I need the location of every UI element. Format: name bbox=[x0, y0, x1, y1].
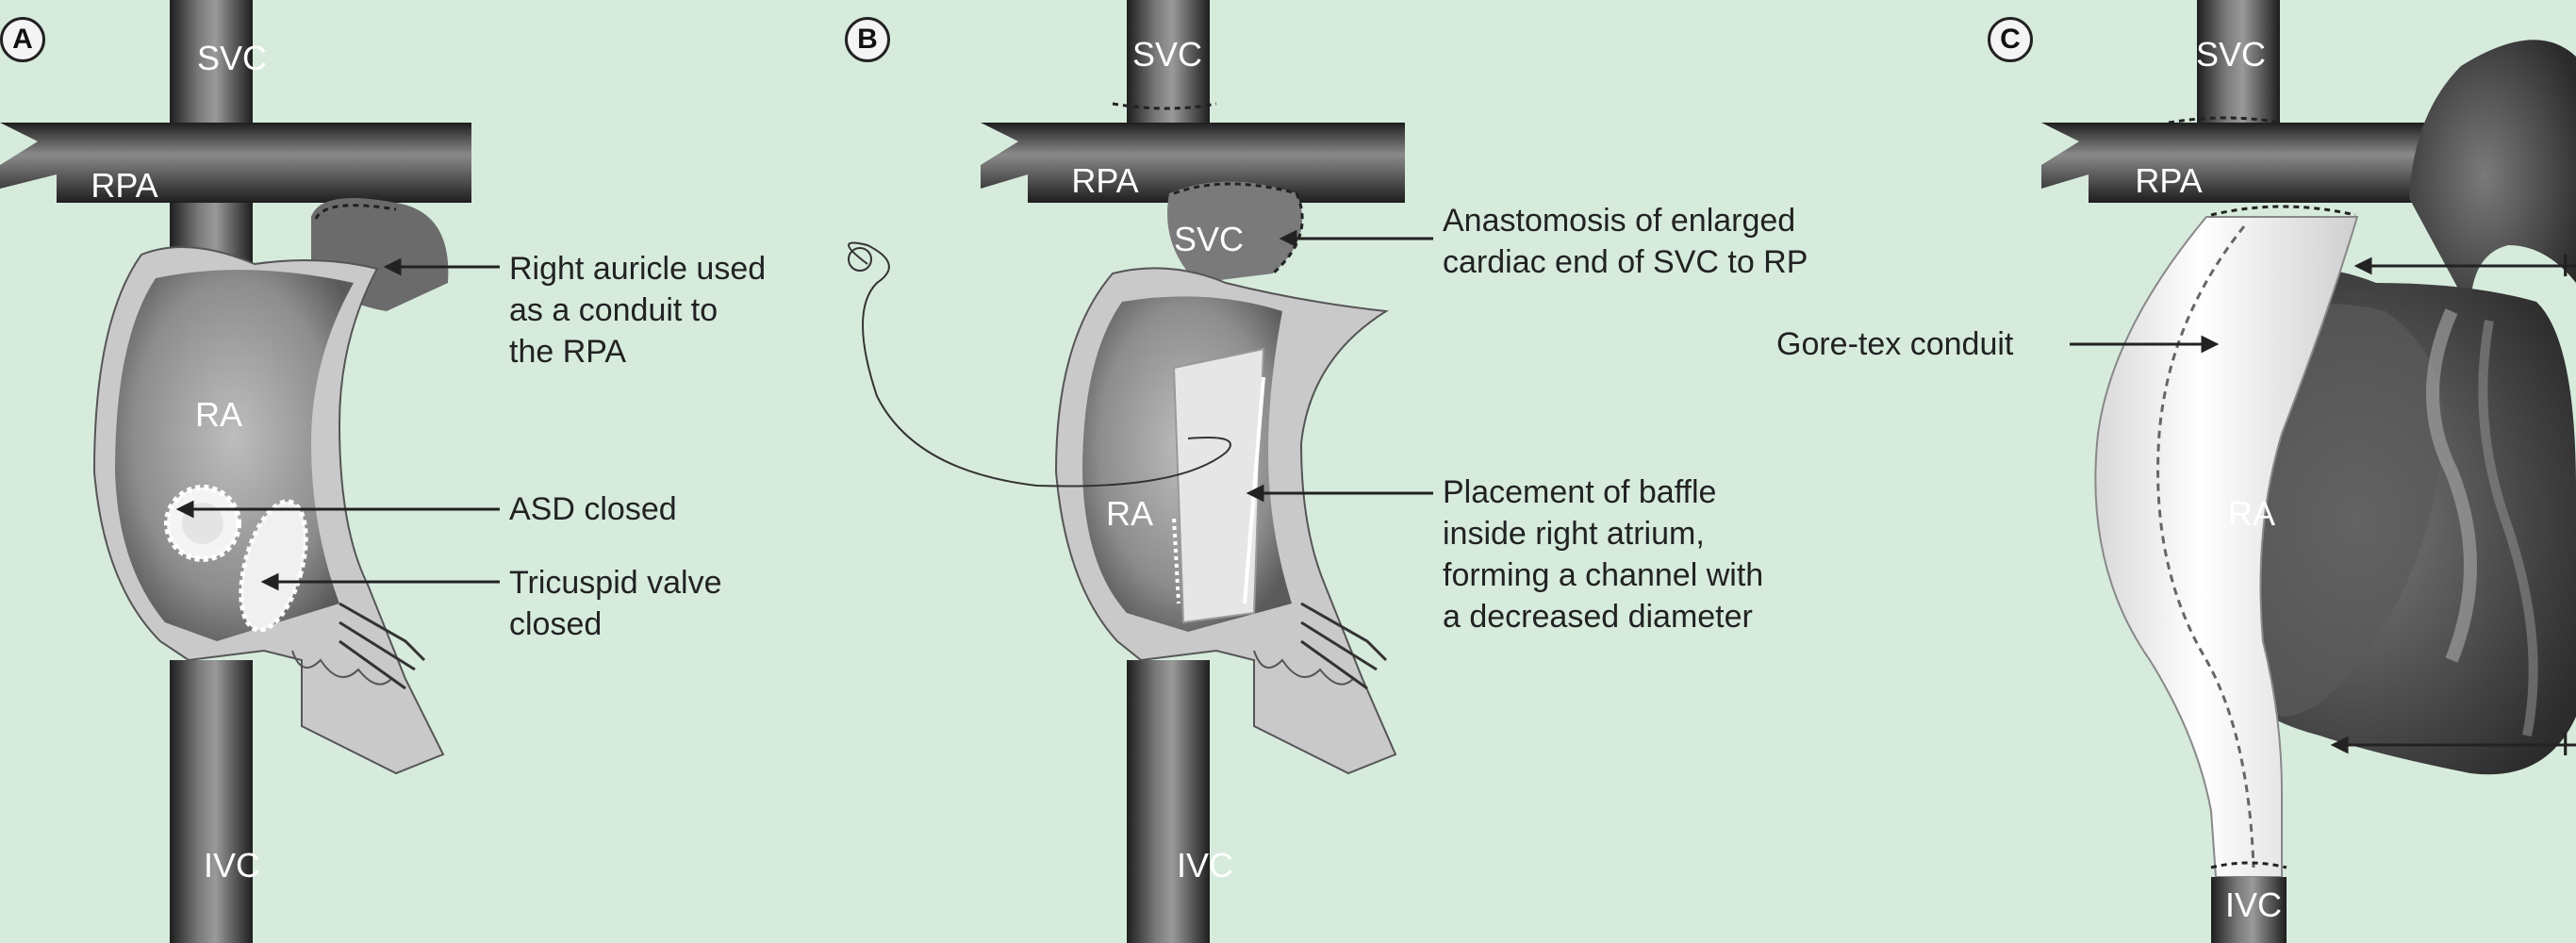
annotation-line: inside right atrium, bbox=[1443, 513, 1763, 554]
annotation-line: the RPA bbox=[509, 331, 766, 372]
annotation-line: Anastomosis of enlarged bbox=[1443, 200, 1808, 241]
annotation-line: ASD closed bbox=[509, 488, 677, 530]
panel-b-svc-mid-label: SVC bbox=[1174, 220, 1244, 259]
panel-a-art bbox=[0, 0, 471, 943]
annotation-line: forming a channel with bbox=[1443, 554, 1763, 596]
annotation-line: a decreased diameter bbox=[1443, 596, 1763, 637]
annotation-line: Placement of baffle bbox=[1443, 472, 1763, 513]
panel-b-ivc-label: IVC bbox=[1177, 846, 1233, 885]
annotation-tricuspid-valve: Tricuspid valve closed bbox=[509, 562, 721, 645]
annotation-goretex-conduit: Gore-tex conduit bbox=[1776, 323, 2013, 365]
annotation-line: as a conduit to bbox=[509, 290, 766, 331]
panel-b-art bbox=[849, 0, 1405, 943]
annotation-line: Right auricle used bbox=[509, 248, 766, 290]
panel-c-rpa-label: RPA bbox=[2135, 161, 2202, 201]
annotation-line: Tricuspid valve bbox=[509, 562, 721, 604]
panel-c-art bbox=[2041, 0, 2576, 943]
annotation-asd-closed: ASD closed bbox=[509, 488, 677, 530]
annotation-lower-cut: I bbox=[2561, 724, 2569, 766]
annotation-line: cardiac end of SVC to RP bbox=[1443, 241, 1808, 283]
panel-a-ivc-label: IVC bbox=[204, 846, 260, 885]
panel-c-svc-label: SVC bbox=[2196, 35, 2266, 74]
annotation-line: I bbox=[2561, 245, 2569, 287]
panel-a-ra-label: RA bbox=[195, 395, 242, 435]
panel-b-svc-top-label: SVC bbox=[1132, 35, 1202, 74]
panel-a-rpa-label: RPA bbox=[91, 166, 157, 206]
annotation-line: Gore-tex conduit bbox=[1776, 323, 2013, 365]
annotation-line: closed bbox=[509, 604, 721, 645]
panel-a-svc-label: SVC bbox=[197, 39, 267, 78]
annotation-baffle: Placement of baffle inside right atrium,… bbox=[1443, 472, 1763, 637]
panel-c-ivc-label: IVC bbox=[2225, 885, 2282, 925]
panel-c-badge: C bbox=[1988, 17, 2033, 62]
panel-c-ra-label: RA bbox=[2228, 494, 2275, 534]
panel-b-ra-label: RA bbox=[1106, 494, 1153, 534]
panel-a-badge: A bbox=[0, 17, 45, 62]
panel-b-rpa-label: RPA bbox=[1071, 161, 1138, 201]
annotation-line: I bbox=[2561, 724, 2569, 766]
panel-b-badge: B bbox=[845, 17, 890, 62]
annotation-right-auricle: Right auricle used as a conduit to the R… bbox=[509, 248, 766, 372]
annotation-anastomosis: Anastomosis of enlarged cardiac end of S… bbox=[1443, 200, 1808, 283]
annotation-upper-cut: I bbox=[2561, 245, 2569, 287]
